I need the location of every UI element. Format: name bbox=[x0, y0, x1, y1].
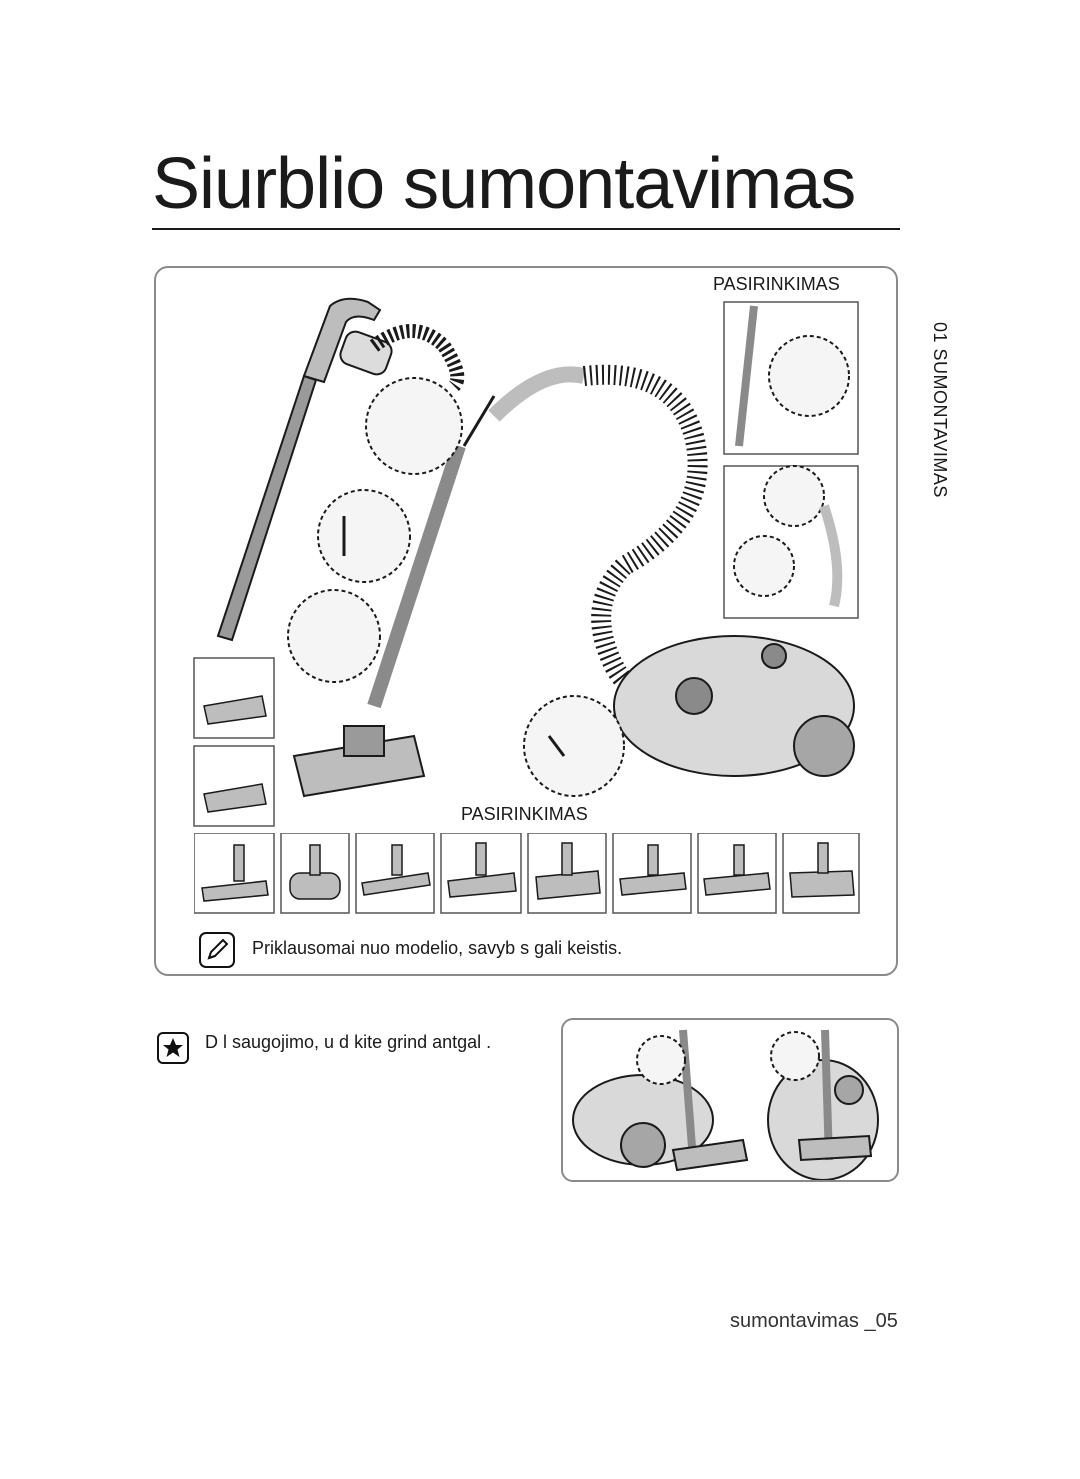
floor-nozzle-illustration bbox=[292, 725, 426, 798]
note-pencil-icon bbox=[199, 932, 235, 968]
detail-callouts bbox=[287, 377, 625, 797]
handle-hose-illustration bbox=[367, 364, 708, 709]
assembly-figure-frame bbox=[154, 266, 898, 976]
canister-body-illustration bbox=[613, 635, 855, 777]
chapter-side-label-text: 01 SUMONTAVIMAS bbox=[930, 322, 950, 498]
motion-arrows bbox=[342, 395, 566, 757]
title-underline bbox=[152, 228, 900, 230]
wand-illustration bbox=[216, 297, 393, 642]
storage-illustration bbox=[572, 1029, 879, 1181]
star-glyph bbox=[163, 1038, 183, 1057]
note-pencil-glyph bbox=[207, 938, 229, 960]
optional-label-top: PASIRINKIMAS bbox=[713, 274, 840, 294]
chapter-side-label: 01 SUMONTAVIMAS bbox=[906, 318, 966, 518]
page-footer: sumontavimas _05 bbox=[730, 1310, 898, 1332]
storage-illustration-frame bbox=[561, 1018, 899, 1182]
note-text: Priklausomai nuo modelio, savyb s gali k… bbox=[252, 938, 623, 958]
nozzle-thumbnail-row bbox=[194, 833, 860, 914]
optional-label-mid: PASIRINKIMAS bbox=[461, 804, 588, 824]
vacuum-assembly-illustration bbox=[193, 297, 859, 827]
page-title: Siurblio sumontavimas bbox=[152, 144, 856, 224]
star-icon bbox=[157, 1032, 189, 1064]
storage-tip-text: D l saugojimo, u d kite grind antgal . bbox=[205, 1032, 492, 1052]
